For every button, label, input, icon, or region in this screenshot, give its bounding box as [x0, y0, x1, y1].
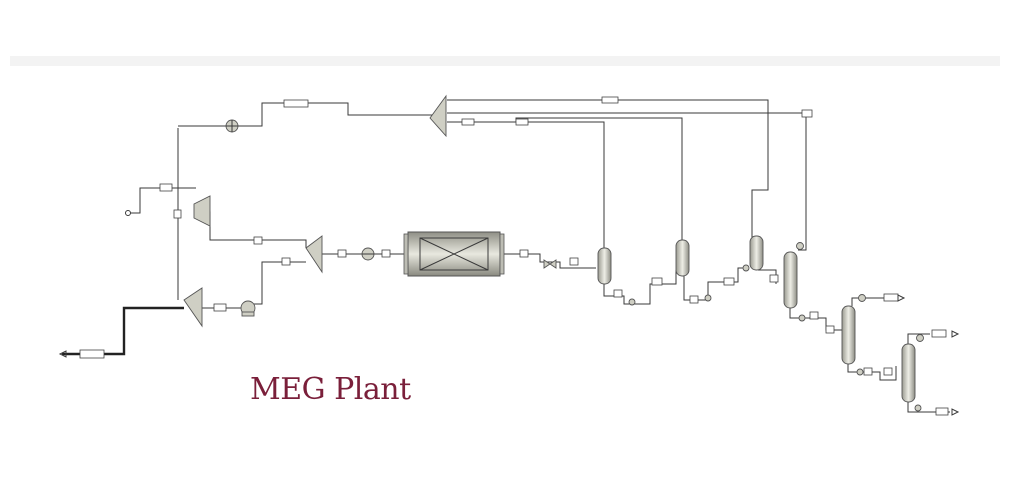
feed-lines: [62, 187, 596, 356]
exchangers-and-pumps: [225, 119, 924, 412]
stream-terminals: [58, 210, 960, 416]
feed-compressor-1: [193, 195, 211, 227]
mixer-compressor: [305, 235, 323, 274]
reactor: [403, 231, 505, 277]
columns: [597, 235, 916, 403]
feed-compressor-2: [183, 287, 203, 328]
compressors: [183, 94, 447, 328]
header-band: [10, 56, 1000, 66]
recycle-compressor: [429, 94, 447, 138]
diagram-title: MEG Plant: [250, 372, 411, 407]
stream-label-boxes: [79, 96, 949, 416]
